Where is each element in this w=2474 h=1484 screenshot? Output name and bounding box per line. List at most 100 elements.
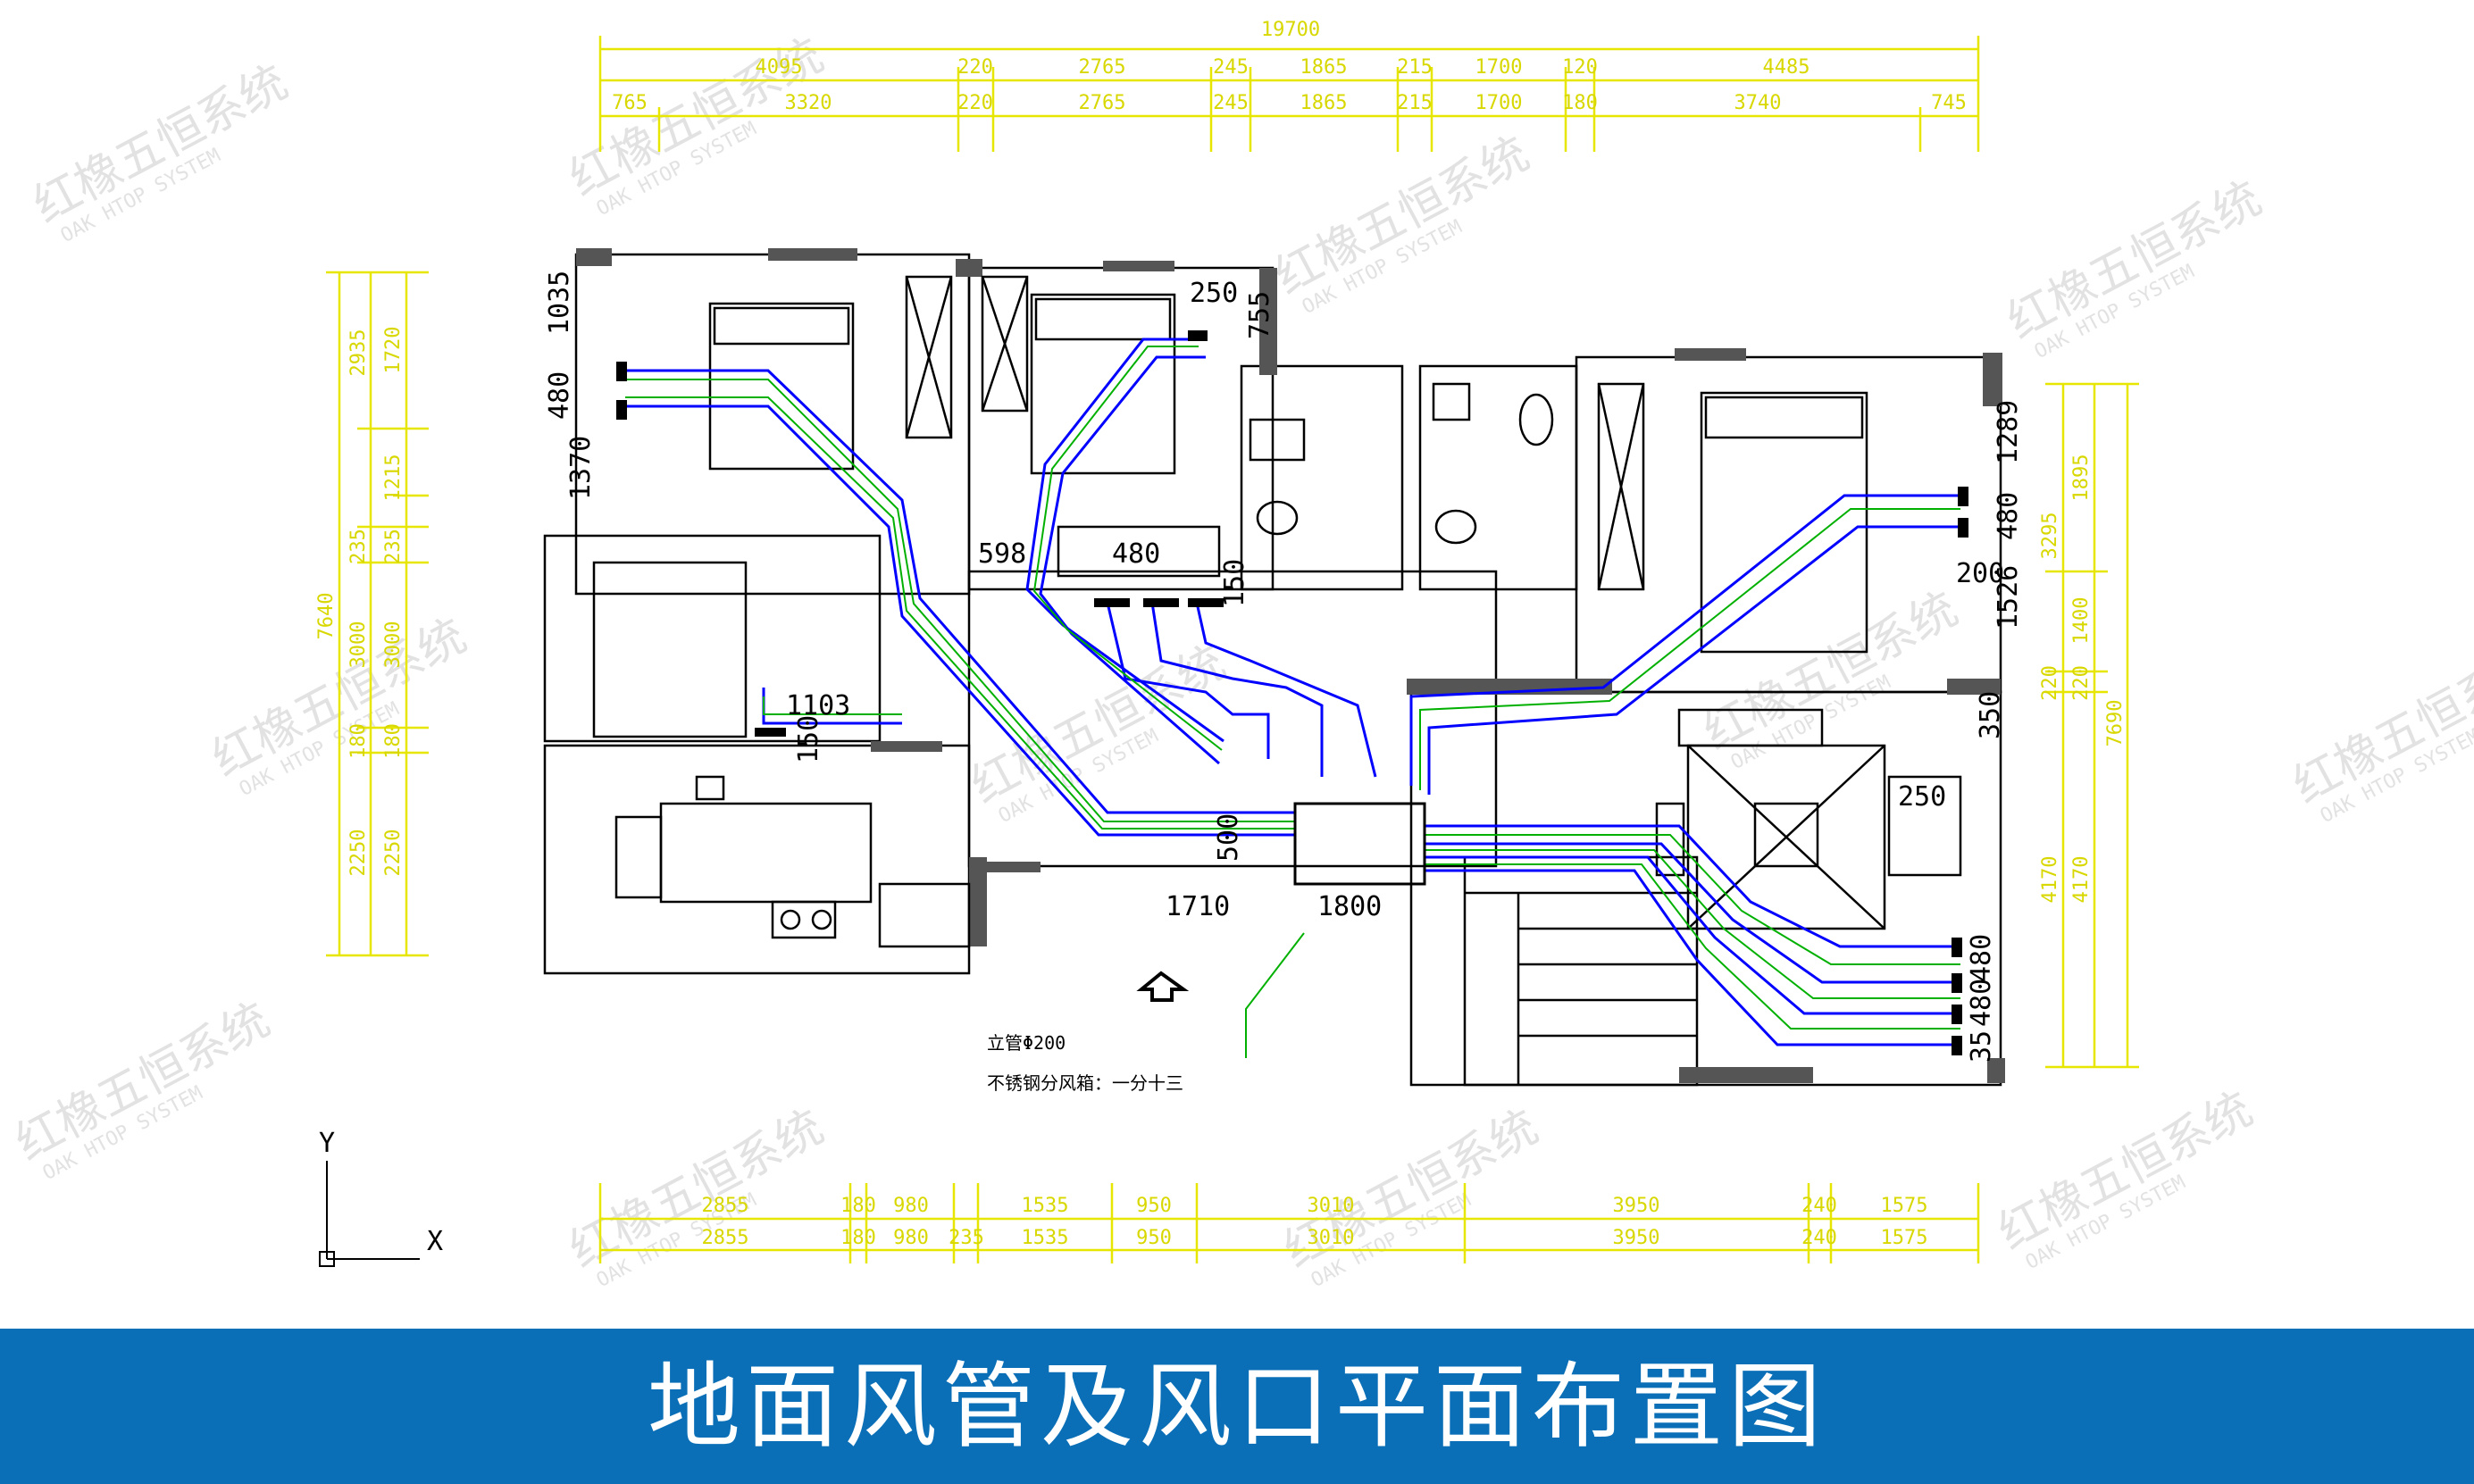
ucs-origin-box: [319, 1251, 335, 1267]
dim-text: 180: [840, 1195, 876, 1217]
vent-icon: [1188, 330, 1208, 341]
dim-text: 240: [1801, 1195, 1837, 1217]
vent-icon: [1188, 598, 1224, 607]
label-text: 755: [1244, 291, 1275, 339]
dim-text: 980: [893, 1227, 929, 1249]
dim-text: 220: [957, 92, 993, 114]
page-title: 地面风管及风口平面布置图: [647, 1352, 1826, 1461]
title-banner: 地面风管及风口平面布置图: [0, 1329, 2474, 1484]
furniture-wardrobes: [905, 275, 1645, 591]
dim-text: 1215: [382, 454, 405, 502]
dim-text: 2855: [702, 1227, 749, 1249]
watermark-text: 红橡五恒系统: [1266, 127, 1538, 304]
watermark-layer: 红橡五恒系统 OAK HTOP SYSTEM 红橡五恒系统 OAK HTOP S…: [7, 29, 2474, 1292]
dim-text: 765: [612, 92, 648, 114]
dim-text: 180: [382, 723, 405, 759]
dim-text: 235: [949, 1227, 984, 1249]
label-text: 1526: [1993, 565, 2024, 629]
watermark-5: 红橡五恒系统 OAK HTOP SYSTEM: [204, 609, 475, 801]
dim-text: 180: [840, 1227, 876, 1249]
room-kitchen: [543, 744, 971, 975]
stair-lines: [1465, 891, 1697, 1085]
furniture-bath-fixtures: [1249, 382, 1554, 545]
dim-text: 1865: [1300, 92, 1348, 114]
dim-text: 1535: [1022, 1227, 1069, 1249]
dim-text: 245: [1213, 92, 1249, 114]
dim-text: 1895: [2070, 454, 2093, 502]
label-text: 1035: [544, 271, 575, 335]
dim-text: 4485: [1763, 56, 1810, 79]
dim-text: 4095: [756, 56, 803, 79]
dim-text: 1865: [1300, 56, 1348, 79]
dim-text: 120: [1562, 56, 1598, 79]
room-bath-2: [1418, 364, 1578, 591]
label-text: 250: [1898, 781, 1946, 813]
watermark-12: 红橡五恒系统 OAK HTOP SYSTEM: [1990, 1082, 2261, 1274]
dimension-layer: [326, 36, 2139, 1263]
area-corridor: [967, 570, 1498, 868]
label-text: 598: [978, 538, 1026, 570]
dim-text: 245: [1213, 56, 1249, 79]
dim-text: 1575: [1881, 1227, 1928, 1249]
label-text: 1370: [565, 436, 597, 500]
duct-layer: [616, 330, 1968, 1058]
dim-text: 220: [2039, 665, 2061, 701]
label-text: 480: [1993, 492, 2024, 540]
vent-outlets: [616, 330, 1968, 1055]
dim-text: 180: [347, 723, 370, 759]
dim-text: 235: [347, 529, 370, 564]
watermark-text: 红橡五恒系统: [1275, 1100, 1547, 1278]
ucs-x-label: X: [427, 1226, 443, 1257]
dim-text: 7690: [2104, 700, 2127, 747]
dim-text: 4170: [2070, 856, 2093, 904]
label-text: 150: [793, 715, 824, 763]
dim-text: 1575: [1881, 1195, 1928, 1217]
dim-text: 2855: [702, 1195, 749, 1217]
vent-icon: [1143, 598, 1179, 607]
dim-text: 215: [1397, 92, 1433, 114]
watermark-text: 红橡五恒系统: [1990, 1082, 2261, 1260]
room-bath-1: [1240, 364, 1404, 591]
dim-ticks-right: [2045, 382, 2139, 1069]
dim-text: 950: [1136, 1227, 1172, 1249]
dim-text: 240: [1801, 1227, 1837, 1249]
dim-text: 1720: [382, 327, 405, 374]
dim-text: 3000: [347, 621, 370, 669]
vent-icon: [1958, 487, 1968, 506]
dim-text: 3950: [1613, 1195, 1660, 1217]
dim-text: 2250: [382, 830, 405, 877]
room-study: [543, 534, 882, 743]
dim-text: 7640: [315, 593, 338, 640]
dim-text: 180: [1562, 92, 1598, 114]
dim-text: 215: [1397, 56, 1433, 79]
dim-text: 2935: [347, 329, 370, 377]
dim-top-total: 19700: [1261, 19, 1320, 41]
dim-text: 3295: [2039, 513, 2061, 560]
ucs-y-label: Y: [319, 1128, 335, 1159]
riser-note: 立管Φ200: [987, 1032, 1066, 1054]
dim-text: 3950: [1613, 1227, 1660, 1249]
dim-text: 1700: [1475, 92, 1523, 114]
dim-text: 3320: [785, 92, 832, 114]
label-text: 200: [1956, 558, 2004, 589]
label-text: 1800: [1317, 891, 1382, 922]
dim-text: 950: [1136, 1195, 1172, 1217]
wall-layer: [543, 248, 2005, 1087]
furniture-kitchen: [614, 775, 971, 948]
room-living: [1409, 690, 2002, 1087]
vent-icon: [1094, 598, 1130, 607]
dim-text: 220: [2070, 665, 2093, 701]
label-text: 150: [1219, 559, 1250, 607]
watermark-9: 红橡五恒系统 OAK HTOP SYSTEM: [7, 993, 279, 1185]
label-text: 1103: [786, 690, 850, 721]
label-text: 480: [1966, 934, 1997, 982]
dim-text: 980: [893, 1195, 929, 1217]
watermark-text: 红橡五恒系统: [1999, 171, 2270, 349]
ucs-axis-icon: Y X: [319, 1128, 443, 1267]
watermark-8: 红橡五恒系统 OAK HTOP SYSTEM: [2285, 636, 2474, 828]
dim-text: 745: [1931, 92, 1967, 114]
watermark-text: 红橡五恒系统: [561, 1100, 832, 1278]
furniture-living: [1655, 708, 1962, 930]
entry-arrow-icon: [1136, 971, 1190, 1002]
